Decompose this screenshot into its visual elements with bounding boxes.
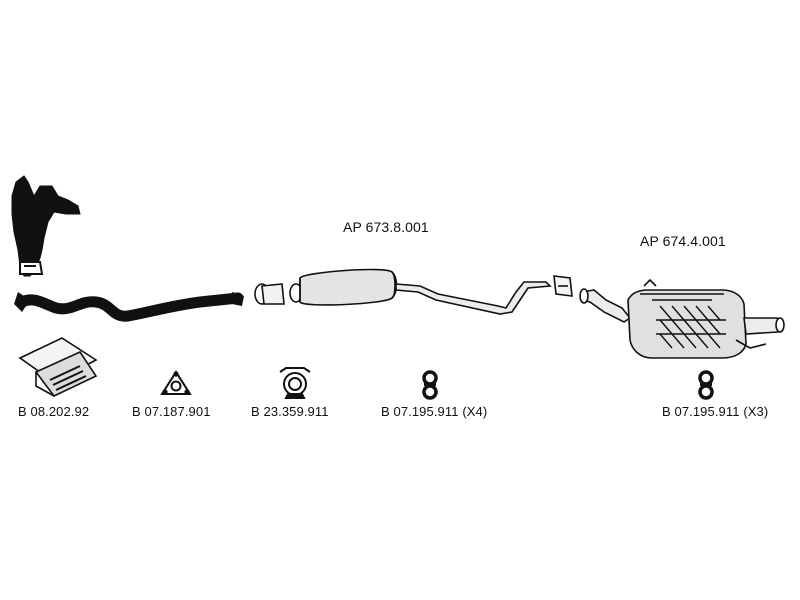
fitting-code: B 07.187.901 xyxy=(132,404,211,419)
fitting-label: B 23.359.911 xyxy=(251,404,329,419)
rubber-hanger-icon xyxy=(422,370,438,400)
fitting-label: B 07.195.911 (X3) xyxy=(662,404,768,419)
mounting-kit-box-icon xyxy=(18,337,98,398)
rubber-hanger-icon xyxy=(698,370,714,400)
fitting-quantity: (X3) xyxy=(743,404,769,419)
middle-section-part-number: AP 673.8.001 xyxy=(343,219,429,235)
fitting-quantity: (X4) xyxy=(462,404,488,419)
pipe-clamp-icon xyxy=(279,367,311,399)
fitting-code: B 23.359.911 xyxy=(251,404,329,419)
fitting-code: B 07.195.911 xyxy=(662,404,740,419)
fitting-code: B 07.195.911 xyxy=(381,404,459,419)
front-pipe-illustration xyxy=(14,292,244,322)
rear-silencer-illustration xyxy=(579,278,785,359)
fitting-label: B 08.202.92 xyxy=(18,404,89,419)
middle-silencer-illustration xyxy=(254,268,573,315)
fitting-label: B 07.187.901 xyxy=(132,404,211,419)
rear-section-part-number: AP 674.4.001 xyxy=(640,233,726,249)
manifold-catalyst-illustration xyxy=(11,175,81,277)
fitting-label: B 07.195.911 (X4) xyxy=(381,404,487,419)
fitting-code: B 08.202.92 xyxy=(18,404,90,419)
triangular-gasket-icon xyxy=(160,370,192,395)
